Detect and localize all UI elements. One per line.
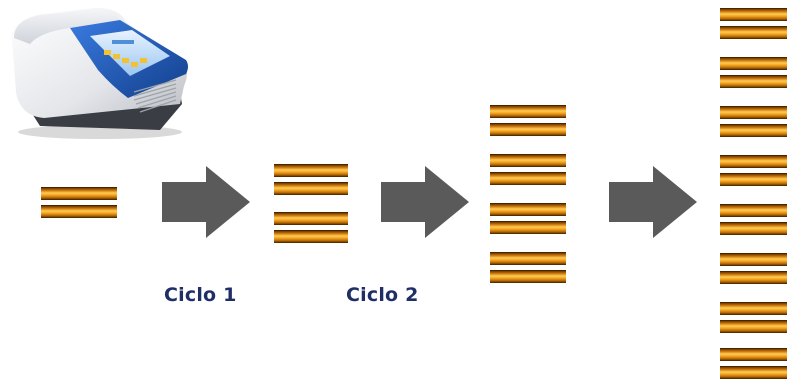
dna-double-strand <box>720 204 787 235</box>
dna-strand <box>274 212 348 225</box>
dna-double-strand <box>720 253 787 284</box>
dna-strand <box>720 75 787 88</box>
dna-strand <box>490 270 566 283</box>
dna-strand <box>490 203 566 216</box>
dna-strand <box>720 253 787 266</box>
dna-strand <box>490 105 566 118</box>
dna-strand <box>720 366 787 379</box>
cycle-1-label: Ciclo 1 <box>164 284 237 306</box>
dna-strand <box>720 173 787 186</box>
right-arrow-icon <box>609 166 697 238</box>
dna-strand <box>41 205 117 218</box>
dna-double-strand <box>720 8 787 39</box>
dna-strand <box>720 8 787 21</box>
dna-strand <box>720 302 787 315</box>
dna-strand <box>490 172 566 185</box>
dna-strand <box>720 222 787 235</box>
dna-strand <box>720 155 787 168</box>
dna-double-strand <box>720 155 787 186</box>
dna-strand <box>720 320 787 333</box>
dna-double-strand <box>720 302 787 333</box>
dna-strand <box>490 221 566 234</box>
dna-strand <box>274 182 348 195</box>
right-arrow-icon <box>381 166 469 238</box>
dna-double-strand <box>41 187 117 218</box>
dna-strand <box>490 154 566 167</box>
dna-double-strand <box>720 106 787 137</box>
dna-double-strand <box>490 105 566 136</box>
dna-strand <box>720 204 787 217</box>
dna-strand <box>720 57 787 70</box>
dna-strand <box>41 187 117 200</box>
dna-strand <box>720 348 787 361</box>
dna-strand <box>720 26 787 39</box>
right-arrow-icon <box>162 166 250 238</box>
dna-double-strand <box>490 252 566 283</box>
dna-strand <box>720 106 787 119</box>
dna-double-strand <box>490 154 566 185</box>
dna-double-strand <box>720 57 787 88</box>
dna-double-strand <box>274 164 348 195</box>
dna-strand <box>720 124 787 137</box>
cycle-2-label: Ciclo 2 <box>346 284 419 306</box>
dna-strand <box>274 230 348 243</box>
pcr-thermocycler-icon <box>11 8 188 139</box>
dna-double-strand <box>490 203 566 234</box>
dna-strand <box>274 164 348 177</box>
dna-strand <box>490 252 566 265</box>
dna-double-strand <box>720 348 787 379</box>
dna-double-strand <box>274 212 348 243</box>
dna-strand <box>720 271 787 284</box>
dna-strand <box>490 123 566 136</box>
